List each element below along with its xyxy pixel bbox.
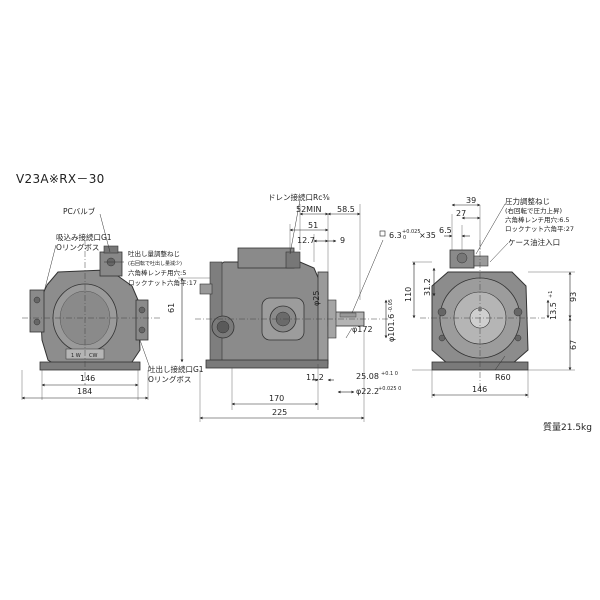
dim-52min: 52MIN <box>296 205 321 214</box>
flow-adjust-label-4: ロックナット六角平:17 <box>128 278 197 287</box>
suction-port-block <box>29 289 45 333</box>
drain-port-label: ドレン接続口Rc⅜ <box>268 192 330 202</box>
dim-key-len: ×35 <box>419 231 436 240</box>
dim-27: 27 <box>456 209 466 218</box>
dim-13-5-tol: +1 <box>548 291 554 298</box>
dim-39: 39 <box>466 196 476 205</box>
dim-61: 61 <box>167 303 176 313</box>
pc-valve-label: PCバルブ <box>63 206 96 216</box>
suction-port-label: 吸込み接続口G1 <box>56 232 112 242</box>
plate-right-text: CW <box>89 353 97 359</box>
dim-key-tol-a: +0.025 <box>402 229 421 235</box>
dim-phi22-2-tol: +0.025 0 <box>378 386 401 392</box>
case-oil-port-label: ケース油注入口 <box>508 237 560 247</box>
rear-view: 圧力調整ねじ (右回転で圧力上昇) 六角棒レンチ用穴:6.5 ロックナット六角平… <box>404 196 578 398</box>
dim-170: 170 <box>269 394 284 403</box>
dim-25-08-tol: +0.1 0 <box>381 371 398 377</box>
dim-225: 225 <box>272 408 287 417</box>
model-title: V23A※RX－30 <box>16 172 105 186</box>
discharge-port-label: 吐出し接続口G1 <box>148 364 204 374</box>
dim-9: 9 <box>340 236 345 245</box>
discharge-oring-label: Oリングボス <box>148 374 191 384</box>
dim-146-rear: 146 <box>472 385 487 394</box>
flow-adjust-label-3: 六角棒レンチ用穴:5 <box>128 268 186 277</box>
dim-93: 93 <box>569 292 578 302</box>
dim-58-5: 58.5 <box>337 205 355 214</box>
dim-12-7: 12.7 <box>297 236 315 245</box>
dim-phi22-2: φ22.2 <box>356 387 379 396</box>
dim-key: 6.3 <box>389 231 402 240</box>
dim-11-2: 11.2 <box>306 373 324 382</box>
dim-51: 51 <box>308 221 318 230</box>
dim-key-tol-b: 0 <box>403 235 406 241</box>
pressure-adjust-label-2: (右回転で圧力上昇) <box>505 206 562 215</box>
dim-phi172: φ172 <box>352 325 373 334</box>
front-view: 1 W CW PCバルブ 吸込み接続口G1 Oリングボス 吐出し量調整ねじ (右… <box>21 206 204 400</box>
dim-31-2: 31.2 <box>423 278 432 296</box>
plate-left-text: 1 W <box>71 353 81 359</box>
dim-13-5: 13.5 <box>549 302 558 320</box>
dim-110: 110 <box>404 287 413 302</box>
suction-oring-label: Oリングボス <box>56 242 99 252</box>
discharge-port-block <box>135 299 149 341</box>
flow-adjust-label-2: (右回転で吐出し量減少) <box>128 260 182 267</box>
dim-phi25: φ25 <box>312 291 321 306</box>
dim-184-front: 184 <box>77 387 92 396</box>
dim-phi101-6-tol: -0.05 <box>388 299 394 312</box>
pressure-adjust-label-1: 圧力調整ねじ <box>505 196 550 206</box>
weight-label: 質量21.5kg <box>543 423 592 433</box>
dim-25-08: 25.08 <box>356 372 379 381</box>
dim-phi101-6: φ101.6 <box>387 314 396 342</box>
front-foot <box>39 361 141 371</box>
dim-r60: R60 <box>495 373 511 382</box>
control-block <box>237 247 295 269</box>
dim-67: 67 <box>569 340 578 350</box>
pressure-adjust-label-3: 六角棒レンチ用穴:6.5 <box>505 215 570 224</box>
dim-6-5: 6.5 <box>439 226 452 235</box>
flow-adjust-label-1: 吐出し量調整ねじ <box>128 249 180 258</box>
dim-146-front: 146 <box>80 374 95 383</box>
pressure-adjust-label-4: ロックナット六角平:27 <box>505 224 574 233</box>
mounting-flange <box>317 271 329 365</box>
side-view: ドレン接続口Rc⅜ 52MIN 58.5 51 12.7 9 61 6.3 <box>167 192 436 422</box>
side-base <box>205 359 329 369</box>
